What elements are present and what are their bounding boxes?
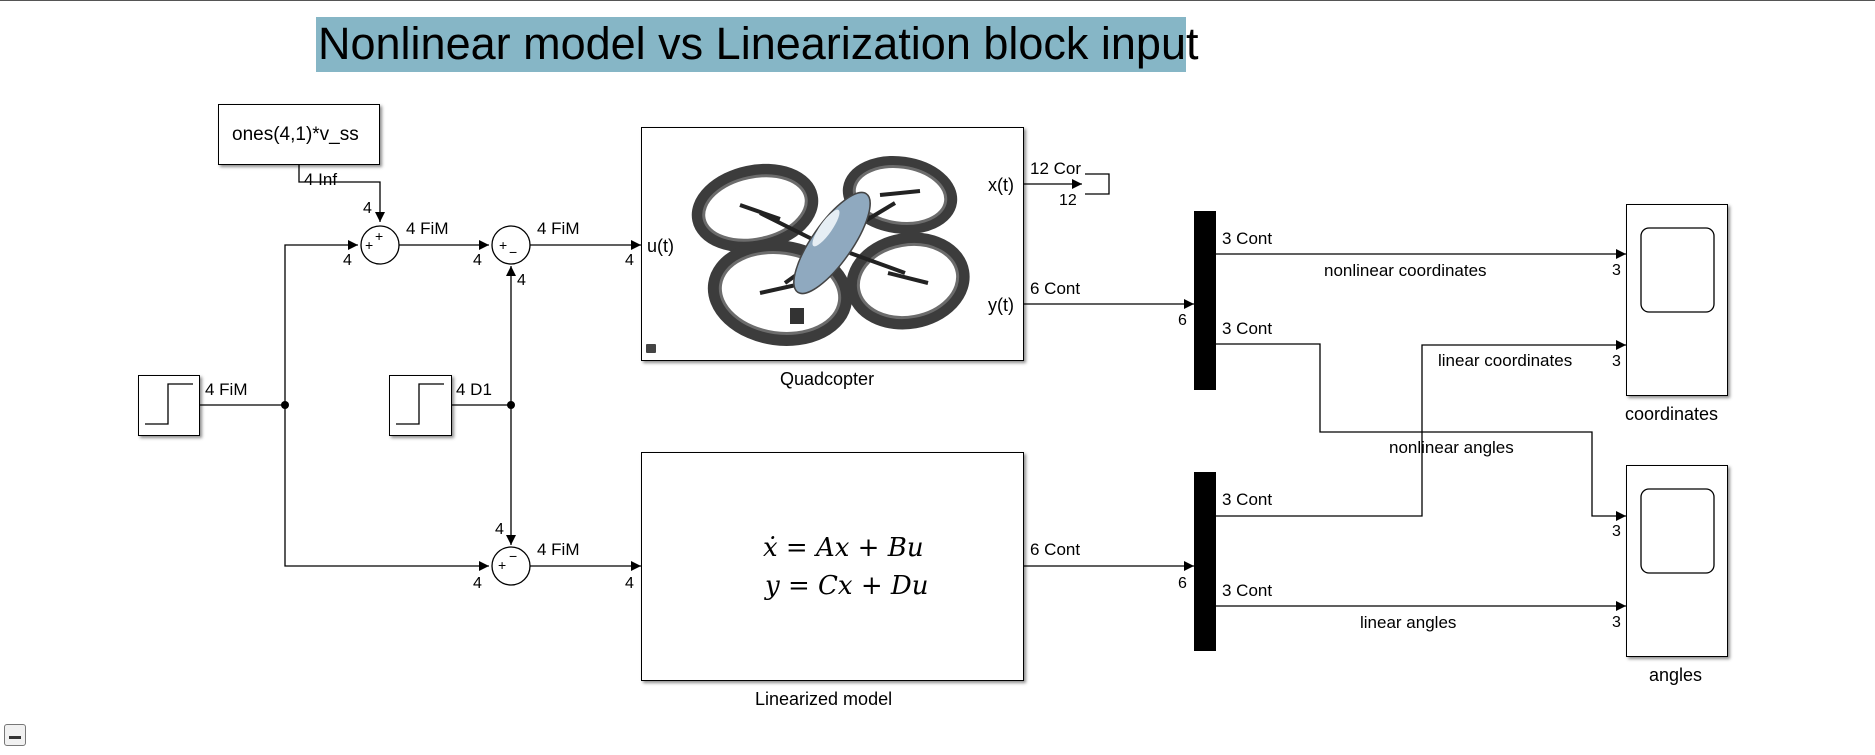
step-block-2[interactable] [389, 375, 452, 436]
quad-input-port: u(t) [647, 236, 674, 256]
subtract-block-2 [491, 546, 531, 586]
signal-label-const: 4 Inf [304, 170, 338, 189]
port-dim-sub1-bottom: 4 [517, 272, 526, 289]
demux-block-2[interactable] [1194, 472, 1216, 651]
signal-label-demux2-b: 3 Cont [1222, 581, 1273, 600]
sub1-plus: + [499, 237, 508, 253]
port-dim-demux2-in: 6 [1178, 575, 1187, 592]
port-dim-scope-coord-2: 3 [1612, 353, 1621, 370]
step-block-1[interactable] [138, 375, 200, 436]
quadcopter-image [691, 156, 970, 346]
linearized-model-block[interactable]: ẋ = Ax + Bu y = Cx + Du [641, 452, 1024, 681]
demux-block-1[interactable] [1194, 211, 1216, 390]
signal-label-nonlinear-coordinates: nonlinear coordinates [1324, 261, 1487, 280]
signal-label-sum: 4 FiM [406, 219, 449, 238]
sub1-minus: − [509, 244, 518, 260]
port-dim-sub2-top: 4 [495, 521, 504, 538]
scope-angles-label: angles [1649, 665, 1703, 685]
wire-step1-to-sub2 [284, 405, 489, 571]
scope-coordinates-label: coordinates [1625, 404, 1719, 424]
subtract-block-1 [491, 225, 531, 265]
scope-screen-coordinates [1640, 227, 1715, 313]
hide-show-panel-button[interactable] [4, 724, 26, 746]
port-dim-lin-in: 4 [625, 575, 634, 592]
scope-block-angles[interactable] [1626, 465, 1728, 657]
signal-label-nonlinear-angles: nonlinear angles [1389, 438, 1514, 457]
port-dim-sum-top: 4 [363, 200, 372, 217]
signal-label-x: 12 Cor [1030, 159, 1082, 178]
wire-const-to-sum [298, 165, 385, 222]
signal-label-demux1-b: 3 Cont [1222, 319, 1273, 338]
signal-label-demux2-a: 3 Cont [1222, 490, 1273, 509]
port-dim-sub1-left: 4 [473, 252, 482, 269]
wire-step1-to-sum [284, 240, 358, 405]
signal-label-step1: 4 FiM [205, 380, 248, 399]
canvas-top-border [0, 0, 1875, 1]
quad-output-x: x(t) [988, 175, 1014, 195]
step-icon-2 [396, 383, 444, 425]
signal-label-linear-angles: linear angles [1360, 613, 1457, 632]
scope-screen-angles [1640, 488, 1715, 574]
port-dim-demux1-in: 6 [1178, 312, 1187, 329]
signal-label-lin: 6 Cont [1030, 540, 1081, 559]
wire-nonlin-angles [1216, 343, 1626, 521]
terminator [1085, 173, 1110, 195]
sum-plus-left: + [365, 237, 374, 253]
title-annotation-background [316, 17, 1186, 72]
lock-icon [646, 344, 656, 353]
sum-block [360, 225, 400, 265]
port-dim-sub2-left: 4 [473, 575, 482, 592]
quad-output-y: y(t) [988, 295, 1014, 315]
port-dim-terminator: 12 [1059, 192, 1077, 209]
output-equation: y = Cx + Du [765, 571, 929, 601]
branch-point-step2 [507, 401, 515, 409]
signal-label-demux1-a: 3 Cont [1222, 229, 1273, 248]
port-dim-quad-in: 4 [625, 252, 634, 269]
constant-expression: ones(4,1)*v_ss [232, 124, 359, 145]
quadcopter-label: Quadcopter [780, 369, 875, 389]
panel-toggle-icon [9, 736, 21, 739]
signal-label-linear-coordinates: linear coordinates [1438, 351, 1573, 370]
sub2-minus: − [509, 548, 518, 564]
signal-label-y: 6 Cont [1030, 279, 1081, 298]
signal-label-sub1: 4 FiM [537, 219, 580, 238]
linearized-model-label: Linearized model [755, 689, 893, 709]
signal-label-step2: 4 D1 [456, 380, 492, 399]
state-equation: ẋ = Ax + Bu [763, 533, 924, 563]
sub2-plus: + [498, 557, 507, 573]
title-annotation[interactable]: Nonlinear model vs Linearization block i… [318, 18, 1199, 69]
signal-label-sub2: 4 FiM [537, 540, 580, 559]
sum-plus-top: + [375, 228, 384, 244]
port-dim-scope-angles-1: 3 [1612, 523, 1621, 540]
port-dim-sum-left: 4 [343, 252, 352, 269]
branch-point-step1 [281, 401, 289, 409]
step-icon-1 [145, 383, 193, 425]
quadcopter-block[interactable]: u(t) x(t) y(t) [641, 127, 1024, 361]
wire-lin-coords [1216, 340, 1626, 517]
port-dim-scope-coord-1: 3 [1612, 262, 1621, 279]
scope-block-coordinates[interactable] [1626, 204, 1728, 396]
port-dim-scope-angles-2: 3 [1612, 614, 1621, 631]
constant-block[interactable]: ones(4,1)*v_ss [218, 104, 380, 165]
